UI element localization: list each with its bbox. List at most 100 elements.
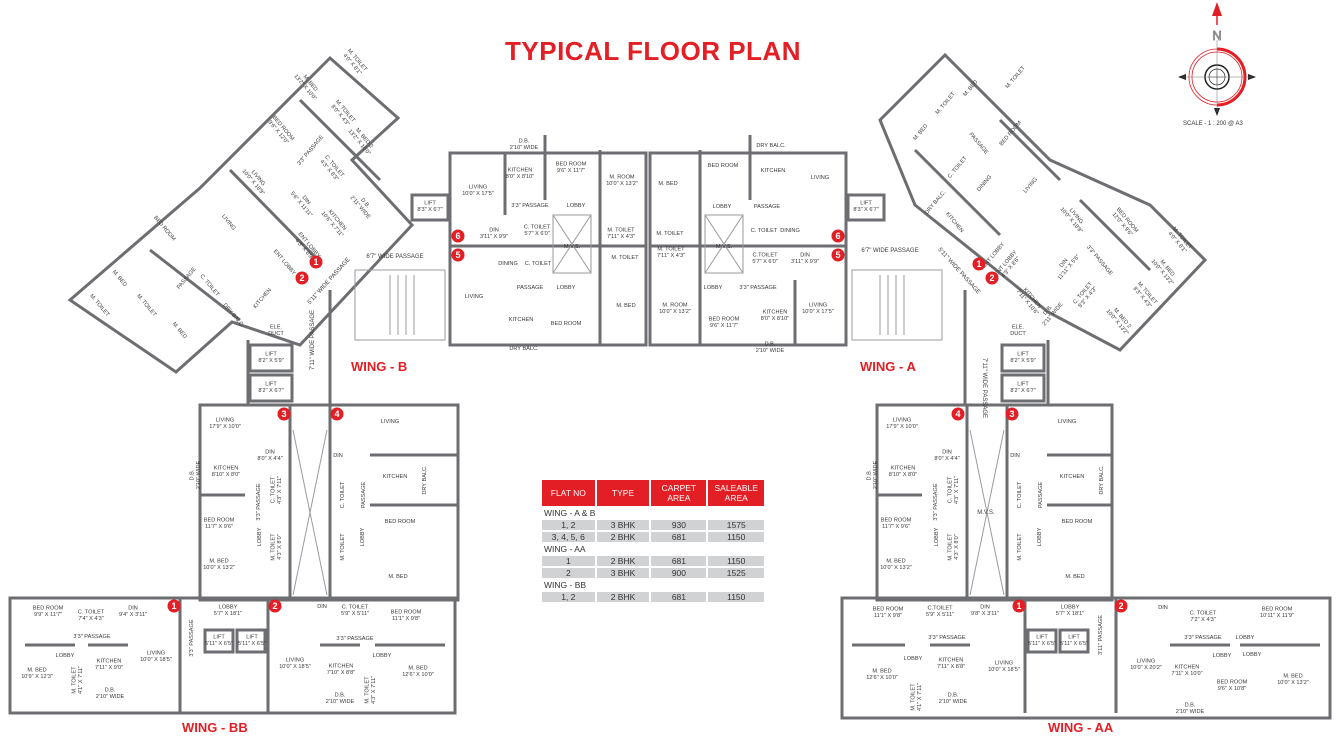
table-cell: 681 — [651, 592, 707, 602]
table-section-label: WING - AA — [542, 544, 764, 554]
room-label: 3'3" PASSAGE — [189, 619, 195, 656]
room-label: DIN — [1010, 453, 1020, 459]
room-label: M. TOILET4'0" X 8'1" — [1166, 226, 1193, 255]
svg-text:1: 1 — [171, 601, 176, 611]
room-label: M. TOILET — [935, 91, 957, 116]
room-label: LOBBY — [567, 203, 586, 209]
svg-text:4: 4 — [334, 409, 339, 419]
table-cell: 2 BHK — [596, 592, 650, 602]
room-label: 3'3" PASSAGE — [1085, 244, 1114, 277]
flat-number-marker: 2 — [268, 599, 282, 613]
room-label: LIVING — [1058, 419, 1076, 425]
room-label: BED ROOM — [708, 163, 739, 169]
room-label: LIVING10'0" X 18'9" — [1058, 202, 1088, 234]
room-label: PASSAGE — [754, 204, 781, 210]
room-label: KITCHEN7'11" X 10'6" — [1015, 285, 1045, 317]
room-label: BED ROOM — [385, 519, 416, 525]
staircase-right — [851, 269, 943, 341]
header-type: TYPE — [596, 480, 650, 506]
room-label: DIN — [333, 453, 343, 459]
room-label: M. TOILET — [340, 533, 346, 561]
passage-label: 7'11" WIDE PASSAGE — [310, 310, 316, 370]
svg-text:6: 6 — [835, 231, 840, 241]
svg-text:3: 3 — [281, 409, 286, 419]
room-label: 3'3" PASSAGE — [256, 483, 262, 520]
room-label: M. BED — [388, 574, 407, 580]
room-label: LIVING — [811, 175, 829, 181]
room-label: LOBBY — [704, 285, 723, 291]
flat-number-marker: 6 — [831, 229, 845, 243]
passage-label: 6'7" WIDE PASSAGE — [366, 254, 423, 260]
room-label: LIVING — [220, 214, 236, 232]
flat-number-marker: 2 — [985, 271, 999, 285]
passage-label: 6'7" WIDE PASSAGE — [861, 248, 918, 254]
room-label: LOBBY — [1243, 652, 1262, 658]
room-label: BED ROOM — [1062, 519, 1093, 525]
room-label: DRY BALC. — [422, 465, 428, 495]
room-label: DIN — [317, 604, 327, 610]
room-label: LIVING — [1023, 177, 1039, 195]
room-label: C. TOILET8'3" X 4'3" — [1072, 281, 1099, 310]
page-title: TYPICAL FLOOR PLAN — [505, 36, 801, 66]
svg-text:2: 2 — [299, 273, 304, 283]
table-cell: 3 BHK — [596, 520, 650, 530]
room-label: D.B.2'10" WIDE — [1176, 703, 1205, 716]
room-label: LOBBY — [557, 285, 576, 291]
room-label: M. TOILET — [656, 231, 684, 237]
flat-number-marker: 1 — [309, 255, 323, 269]
room-label: LOBBY — [257, 527, 263, 546]
room-label: PASSAGE — [1038, 482, 1044, 509]
wing-bb-body — [8, 596, 457, 715]
staircase-left — [354, 269, 446, 341]
room-label: C. TOILET — [947, 155, 969, 180]
svg-text:5: 5 — [455, 250, 460, 260]
room-label: 3'3" PASSAGE — [73, 634, 110, 640]
area-table: FLAT NO TYPE CARPET AREA SALEABLE AREA W… — [540, 478, 766, 604]
room-label: M. TOILET4'1" X 7'11" — [911, 683, 924, 711]
table-cell: 1150 — [708, 556, 764, 566]
flat-number-marker: 6 — [451, 229, 465, 243]
room-label: M. BED — [658, 181, 677, 187]
svg-text:2: 2 — [272, 601, 277, 611]
table-cell: 3 BHK — [596, 568, 650, 578]
room-label: PASSAGE — [361, 482, 367, 509]
table-section-label: WING - A & B — [542, 508, 764, 518]
room-label: LOBBY — [56, 653, 75, 659]
room-label: M. TOILET4'3" X 7'11" — [365, 676, 378, 704]
room-label: M. TOILET4'3" X 8'0" — [271, 533, 284, 561]
header-carpet-area: CARPET AREA — [651, 480, 707, 506]
room-label: DIN5'6" X 11'11" — [289, 187, 318, 219]
room-label: DRY BALC. — [1099, 465, 1105, 495]
svg-text:6: 6 — [455, 231, 460, 241]
room-label: ENT LOBBY — [272, 249, 297, 277]
room-label: M. BED — [912, 123, 929, 142]
